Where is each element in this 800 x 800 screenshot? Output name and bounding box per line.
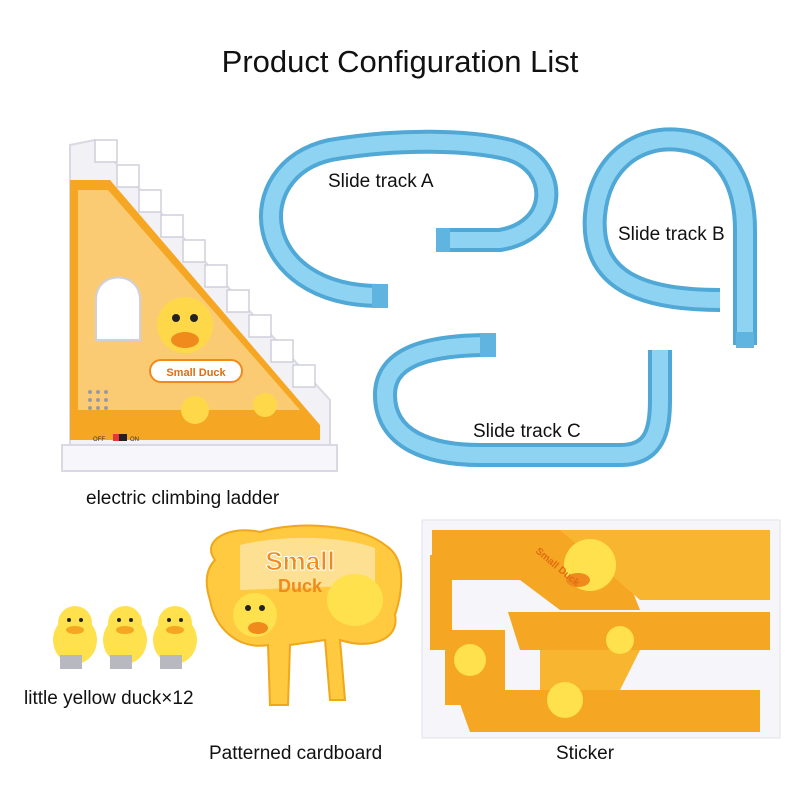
- sticker-label: Sticker: [556, 743, 615, 764]
- slide-track-a-image: [259, 129, 559, 308]
- switch-on-text: ON: [130, 437, 139, 443]
- card-bottom-text: Duck: [278, 576, 323, 596]
- climbing-ladder-image: [61, 138, 338, 472]
- switch-off-text: OFF: [93, 437, 105, 443]
- page-title: Product Configuration List: [221, 44, 579, 79]
- ladder-badge-text: Small Duck: [166, 367, 226, 379]
- card-top-text: Small: [265, 546, 334, 576]
- climbing-ladder-label: electric climbing ladder: [86, 488, 280, 509]
- patterned-cardboard-label: Patterned cardboard: [209, 743, 383, 764]
- slide-track-b-label: Slide track B: [618, 224, 725, 245]
- slide-track-b-image: [582, 127, 757, 348]
- sticker-sheet-image: [421, 519, 781, 739]
- slide-track-c-image: [372, 333, 672, 467]
- slide-track-c-label: Slide track C: [473, 421, 581, 442]
- yellow-duck-label: little yellow duck×12: [24, 688, 194, 709]
- patterned-cardboard-image: [205, 524, 403, 706]
- yellow-ducks-image: [53, 606, 197, 669]
- slide-track-a-label: Slide track A: [328, 171, 434, 192]
